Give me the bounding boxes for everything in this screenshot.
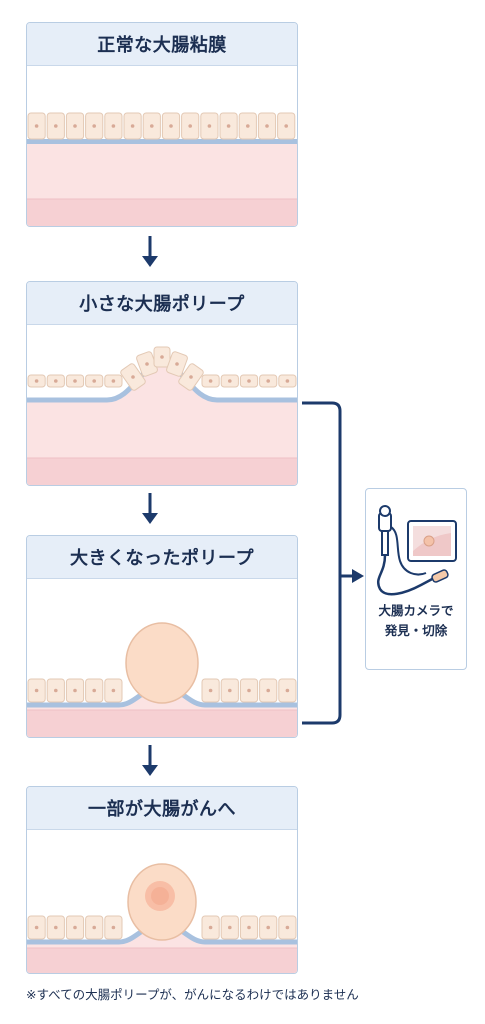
cell-nucleus (34, 379, 39, 383)
down-arrow-icon (142, 745, 158, 776)
cell-nucleus (111, 925, 116, 930)
cell-nucleus (73, 925, 77, 930)
cell-nucleus (228, 688, 232, 693)
cell-nucleus (73, 688, 77, 693)
cell-nucleus (92, 688, 96, 693)
cell-nucleus (208, 688, 213, 693)
cell-nucleus (150, 124, 154, 128)
cell-nucleus (130, 124, 135, 128)
cell-nucleus (285, 379, 290, 383)
epithelial-cells (27, 346, 297, 391)
stage-normal-header: 正常な大腸粘膜 (27, 23, 297, 66)
cell-nucleus (208, 925, 213, 930)
footnote: ※すべての大腸ポリープが、がんになるわけではありません (26, 987, 359, 1002)
cell-nucleus (169, 124, 173, 128)
stage-large-polyp-panel: 大きくなったポリープ (26, 535, 298, 738)
cell-nucleus (92, 124, 96, 128)
epithelial-cells (27, 678, 123, 703)
cell-nucleus (111, 124, 116, 128)
cell-nucleus (54, 688, 58, 693)
cell-nucleus (34, 124, 39, 128)
polyp-mass (125, 622, 199, 704)
down-arrow-icon (142, 236, 158, 267)
cell-nucleus (285, 925, 290, 930)
stage-large-polyp-header: 大きくなったポリープ (27, 536, 297, 579)
large-polyp-illustration (27, 579, 297, 737)
cell-nucleus (247, 925, 251, 930)
cell-nucleus (73, 124, 77, 128)
cancer-polyp-illustration (27, 830, 297, 973)
cell-nucleus (247, 379, 251, 383)
cell-nucleus (207, 124, 212, 128)
small-polyp-illustration (27, 325, 297, 485)
cell-nucleus (208, 379, 213, 383)
cell-nucleus (247, 688, 251, 693)
colonoscopy-caption: 大腸カメラで 発見・切除 (366, 601, 466, 641)
cell-nucleus (188, 124, 192, 128)
colonoscopy-caption-line1: 大腸カメラで (378, 603, 454, 618)
stage-small-polyp-panel: 小さな大腸ポリープ (26, 281, 298, 486)
cell-nucleus (54, 379, 58, 383)
cell-nucleus (285, 688, 290, 693)
stage-large-polyp-title: 大きくなったポリープ (70, 548, 254, 569)
stage-cancer-title: 一部が大腸がんへ (88, 799, 236, 820)
cell-nucleus (34, 925, 39, 930)
epithelial-cells (27, 112, 296, 140)
colonoscopy-box: 大腸カメラで 発見・切除 (365, 488, 467, 670)
stage-normal-title: 正常な大腸粘膜 (97, 35, 227, 56)
cell-nucleus (111, 688, 116, 693)
cell-nucleus (228, 925, 232, 930)
cell-nucleus (266, 688, 270, 693)
cell-nucleus (54, 124, 58, 128)
epithelial-cells (27, 915, 123, 940)
cell-nucleus (228, 379, 232, 383)
cell-nucleus (284, 124, 289, 128)
stage-cancer-header: 一部が大腸がんへ (27, 787, 297, 830)
cell-nucleus (226, 124, 231, 128)
cell-nucleus (54, 925, 58, 930)
cell-nucleus (111, 379, 116, 383)
colonoscopy-caption-line2: 発見・切除 (384, 623, 448, 638)
stage-normal-panel: 正常な大腸粘膜 (26, 22, 298, 227)
stage-small-polyp-header: 小さな大腸ポリープ (27, 282, 297, 325)
stage-cancer-panel: 一部が大腸がんへ (26, 786, 298, 974)
cell-nucleus (265, 124, 269, 128)
colonoscope-icon (377, 505, 457, 596)
cell-nucleus (92, 379, 96, 383)
cell-nucleus (34, 688, 39, 693)
cell-nucleus (73, 379, 77, 383)
cell-nucleus (246, 124, 250, 128)
down-arrow-icon (142, 493, 158, 524)
bracket-connector (302, 401, 364, 725)
normal-mucosa-illustration (27, 66, 297, 226)
cell-nucleus (266, 925, 270, 930)
cell-nucleus (266, 379, 270, 383)
cell-nucleus (92, 925, 96, 930)
stage-small-polyp-title: 小さな大腸ポリープ (79, 294, 245, 315)
